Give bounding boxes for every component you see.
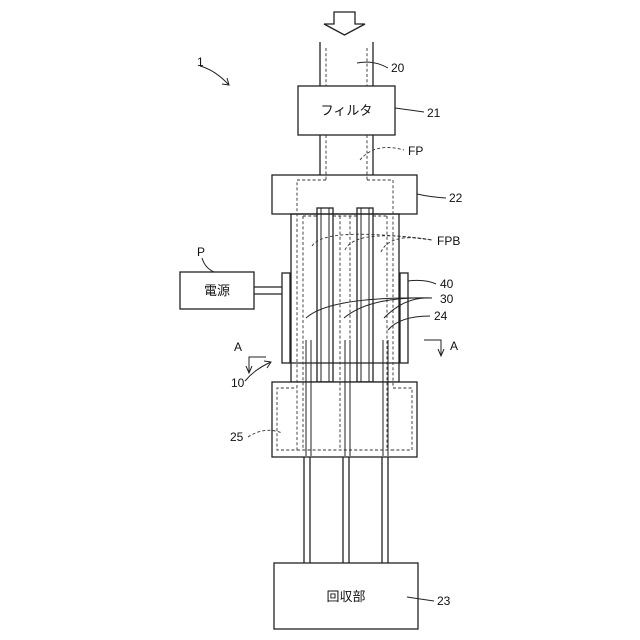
label-fpb: FPB	[437, 234, 460, 248]
label-fibers: 30	[440, 292, 454, 306]
inflow-arrow	[324, 12, 365, 35]
label-filter: 21	[427, 106, 441, 120]
label-recovery: 23	[437, 594, 451, 608]
label-section-right: A	[450, 339, 458, 353]
recovery-label: 回収部	[326, 589, 365, 604]
power-label: 電源	[204, 283, 230, 298]
label-section-left: A	[234, 340, 242, 354]
header-box	[272, 175, 417, 214]
label-fp: FP	[408, 144, 423, 158]
power-wires	[254, 287, 282, 294]
label-system: 1	[197, 55, 204, 69]
label-power: P	[197, 245, 205, 259]
label-pipe: 20	[391, 61, 405, 75]
label-collector: 25	[230, 430, 244, 444]
label-ground-tubes: 24	[434, 309, 448, 323]
inlet-pipe	[320, 42, 373, 86]
label-device: 10	[231, 376, 245, 390]
outlet-tubes	[304, 457, 388, 563]
leader-lines	[200, 62, 446, 601]
label-header: 22	[449, 191, 463, 205]
filter-label: フィルタ	[321, 103, 373, 118]
section-mark-right	[424, 340, 444, 356]
label-electrode: 40	[440, 277, 454, 291]
